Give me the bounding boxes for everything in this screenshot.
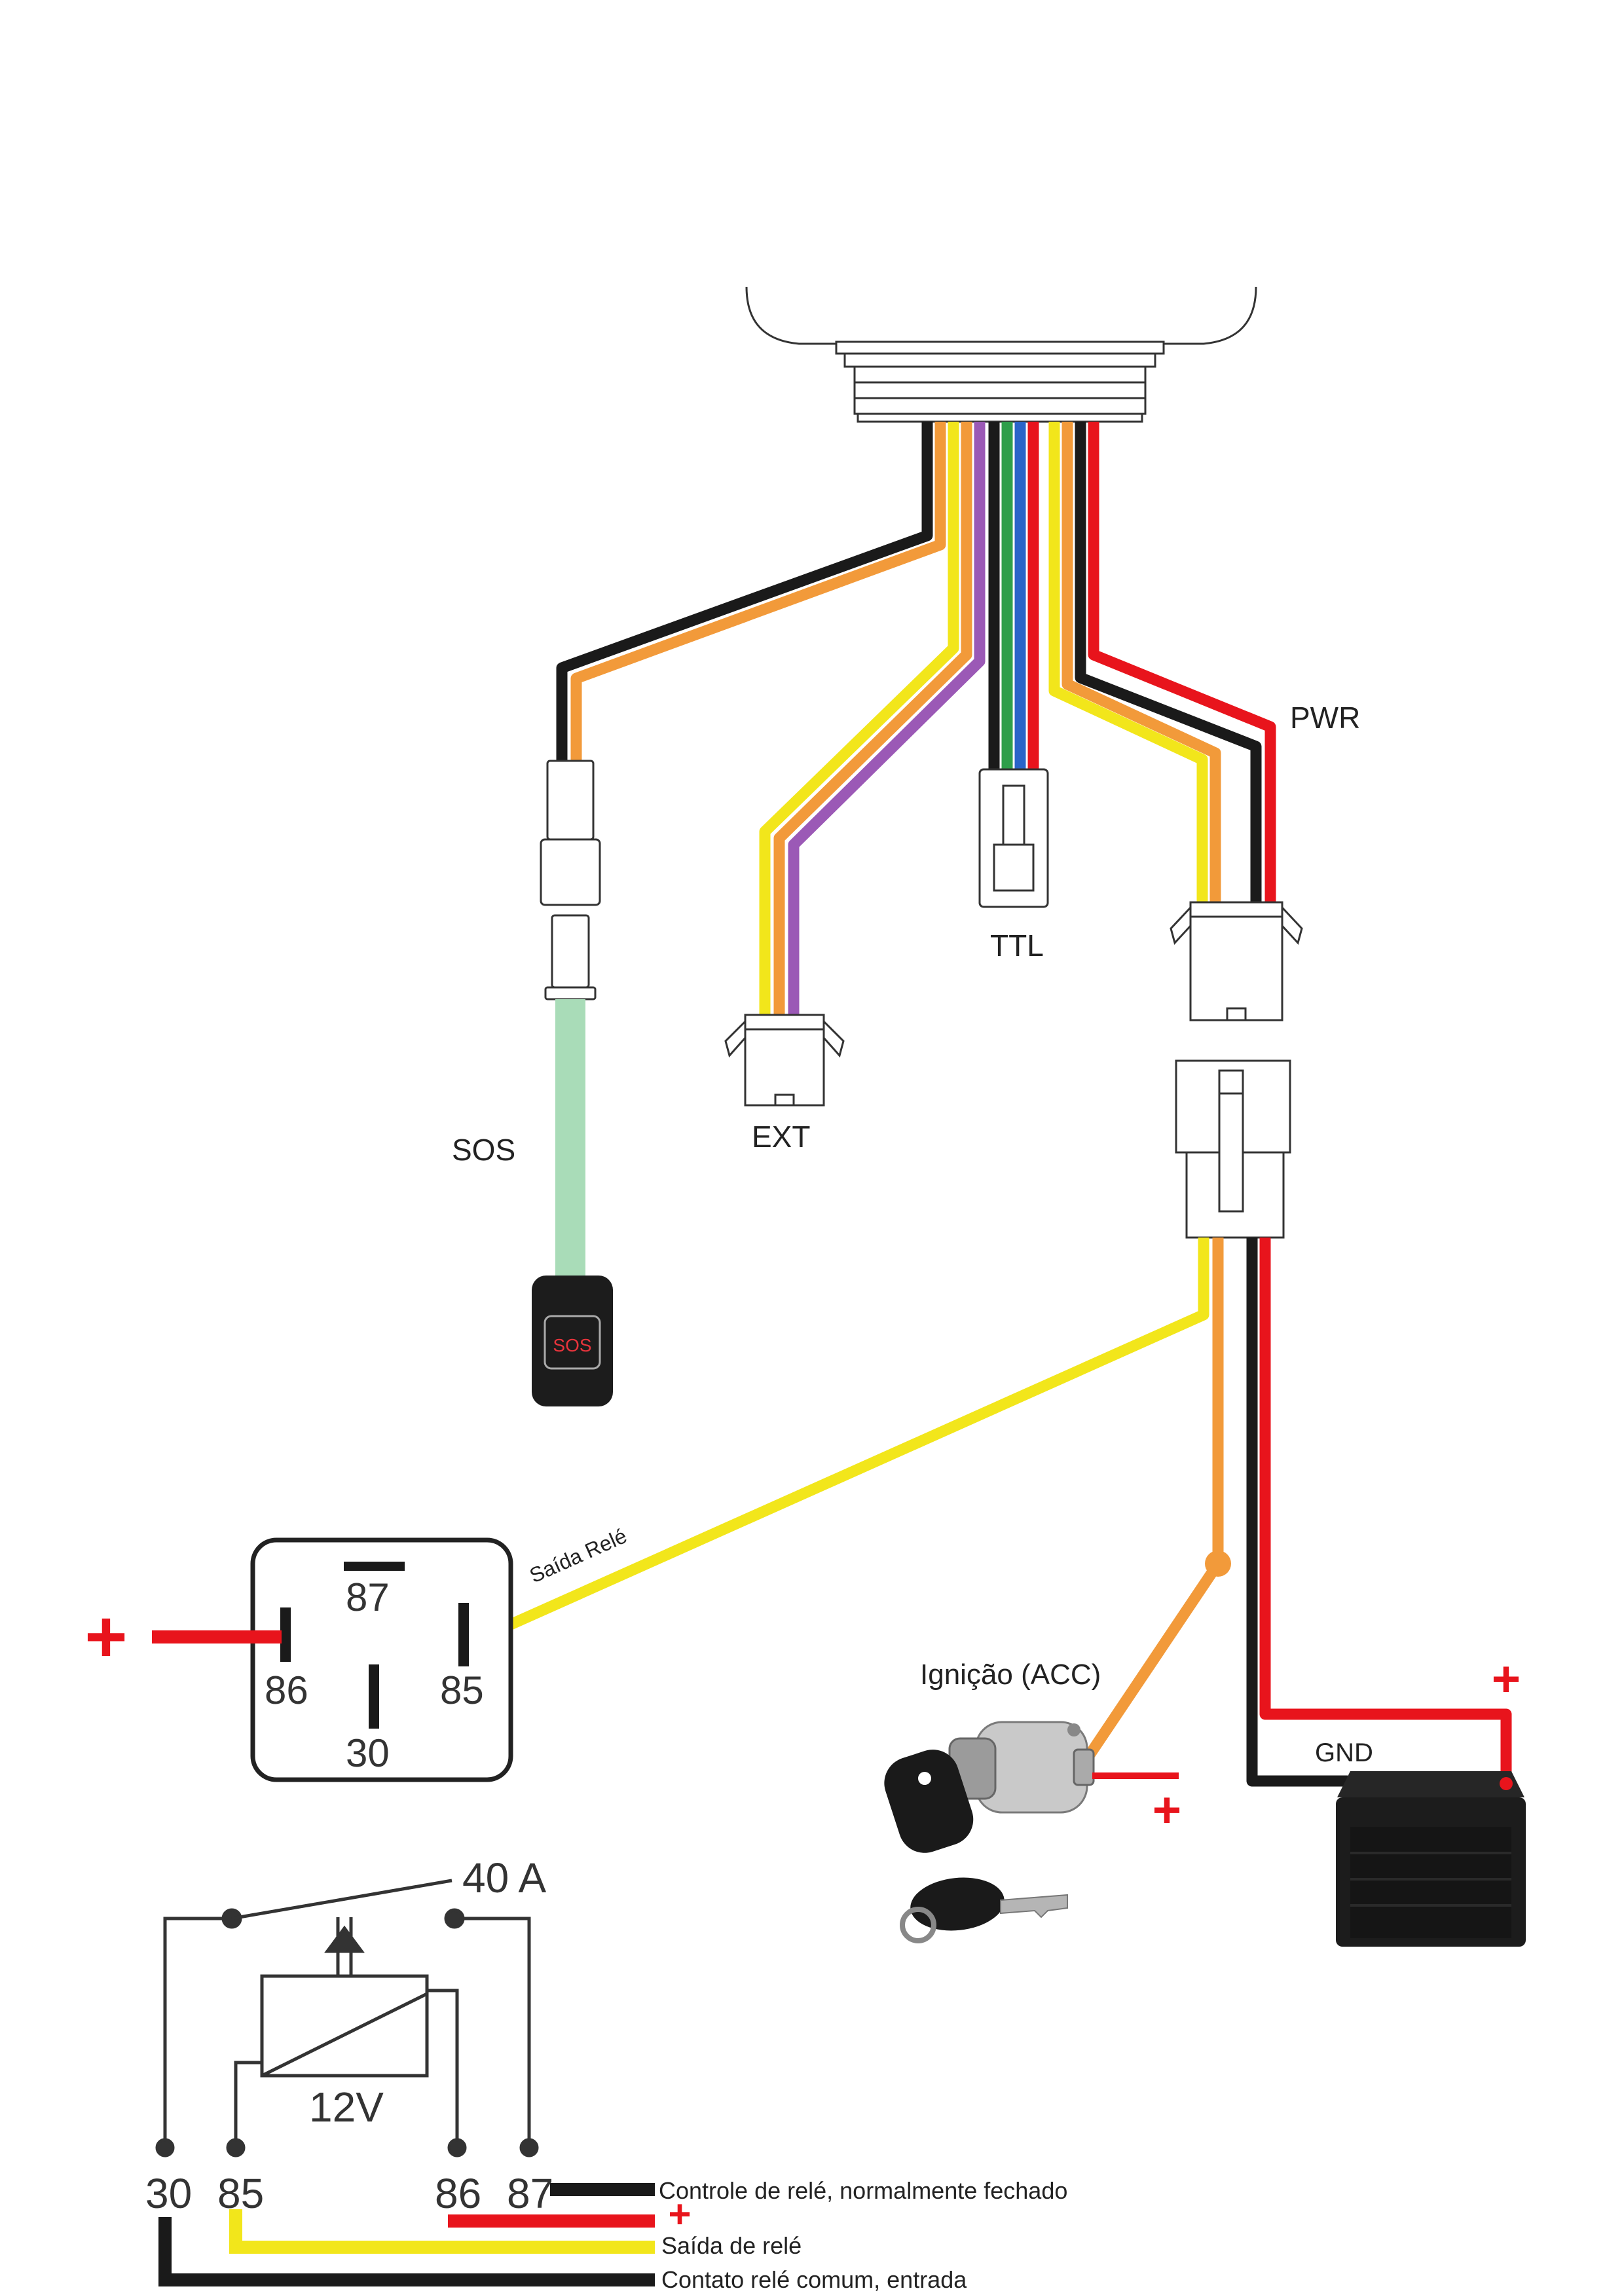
schematic-rating: 40 A	[462, 1854, 546, 1901]
sos-label: SOS	[452, 1133, 515, 1167]
pwr-red-wire	[1088, 422, 1276, 902]
relay-pin-86: 86	[265, 1668, 308, 1712]
ext-connector	[724, 1014, 845, 1107]
relay-schematic	[155, 1879, 539, 2157]
ext-orange-wire	[773, 422, 972, 1015]
schematic-coil-voltage: 12V	[309, 2084, 384, 2131]
ext-yellow-wire	[759, 422, 959, 1015]
gnd-black-wire	[1246, 1238, 1348, 1787]
sos-button[interactable]: SOS	[532, 1276, 613, 1406]
ignition-switch[interactable]: Ignição (ACC)	[877, 1659, 1101, 1943]
relay-plus-sign: +	[84, 1596, 127, 1678]
relay-pin-87: 87	[346, 1575, 390, 1619]
sos-button-label: SOS	[553, 1335, 591, 1355]
tracker-device	[745, 286, 1257, 423]
legend-common: Contato relé comum, entrada	[661, 2266, 967, 2293]
battery-icon	[1336, 1771, 1526, 1947]
relay-pin-30: 30	[346, 1731, 390, 1775]
relay-pin-85: 85	[440, 1668, 484, 1712]
legend-yellow-wire	[229, 2209, 655, 2254]
pwr-connector-upper	[1170, 901, 1303, 1021]
pwr-orange-wire	[1061, 422, 1221, 902]
legend-output: Saída de relé	[661, 2232, 802, 2259]
sos-black-wire	[556, 422, 933, 761]
pwr-black-wire	[1075, 422, 1262, 902]
ignition-label: Ignição (ACC)	[920, 1659, 1101, 1691]
pwr-connector-lower	[1175, 1059, 1291, 1239]
schematic-pin-87: 87	[507, 2170, 553, 2217]
pwr-label: PWR	[1290, 701, 1360, 735]
battery-plus-sign: +	[1492, 1651, 1521, 1707]
battery-red-wire	[1259, 1238, 1512, 1788]
sos-connector	[540, 760, 601, 1001]
spare-key-icon	[900, 1877, 1068, 1943]
schematic-plus-sign: +	[668, 2192, 691, 2236]
ignition-plus-sign: +	[1153, 1782, 1181, 1838]
gnd-label: GND	[1315, 1738, 1373, 1767]
legend-normally-closed: Controle de relé, normalmente fechado	[659, 2177, 1067, 2204]
acc-splice-point	[1205, 1551, 1231, 1577]
ttl-connector	[978, 768, 1049, 908]
schematic-pin-86: 86	[435, 2170, 481, 2217]
ttl-label: TTL	[990, 928, 1044, 963]
ignition-key-icon	[884, 1750, 974, 1853]
schematic-legend-wires	[158, 2183, 655, 2286]
schematic-pin-30: 30	[145, 2170, 192, 2217]
ext-purple-wire	[788, 422, 986, 1015]
legend-black-common-wire	[158, 2217, 655, 2286]
relay-box: 87 86 85 30	[250, 1537, 513, 1782]
sos-orange-wire	[570, 422, 946, 761]
lower-pwr-wires	[457, 1238, 1512, 1788]
ext-label: EXT	[752, 1120, 810, 1154]
pwr-yellow-wire	[1048, 422, 1208, 902]
harness-wires	[556, 422, 1276, 1015]
